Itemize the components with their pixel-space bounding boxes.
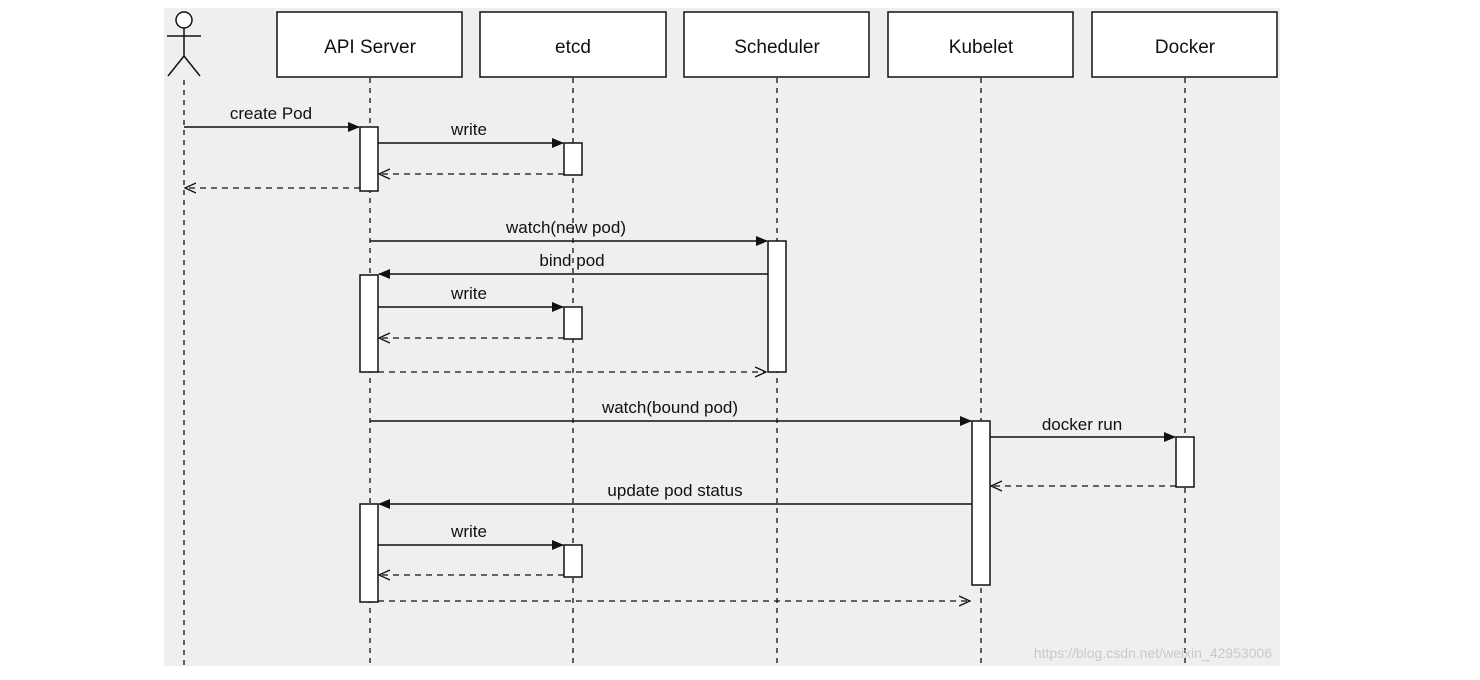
message-create-pod: create Pod	[184, 104, 360, 132]
stick-figure-actor-icon	[167, 11, 201, 77]
diagram-background	[164, 8, 1280, 666]
message-label: watch(new pod)	[505, 218, 626, 237]
message-update-pod-status: update pod status	[378, 481, 972, 509]
participant-etcd: etcd	[479, 11, 667, 78]
message-label: bind pod	[539, 251, 604, 270]
message-label: docker run	[1042, 415, 1122, 434]
activation-etcd-3	[563, 544, 583, 578]
participant-label: Scheduler	[734, 37, 820, 58]
watermark-text: https://blog.csdn.net/weixin_42953006	[1034, 645, 1272, 661]
activation-api-server-3	[359, 503, 379, 603]
activation-docker	[1175, 436, 1195, 488]
participant-kubelet: Kubelet	[887, 11, 1074, 78]
message-write-1: write	[378, 120, 564, 148]
activation-etcd-2	[563, 306, 583, 340]
message-label: write	[450, 522, 487, 541]
activation-scheduler	[767, 240, 787, 373]
message-label: write	[450, 284, 487, 303]
participant-label: etcd	[555, 37, 591, 58]
message-bind-pod: bind pod	[378, 251, 768, 279]
activation-etcd-1	[563, 142, 583, 176]
participant-label: Kubelet	[949, 37, 1014, 58]
message-docker-run: docker run	[990, 415, 1176, 442]
message-watch-bound-pod: watch(bound pod)	[370, 398, 972, 426]
activation-api-server-2	[359, 274, 379, 373]
participant-label: Docker	[1155, 37, 1216, 58]
participant-docker: Docker	[1091, 11, 1278, 78]
participant-scheduler: Scheduler	[683, 11, 870, 78]
activation-api-server-1	[359, 126, 379, 192]
message-watch-new-pod: watch(new pod)	[370, 218, 768, 246]
activation-kubelet	[971, 420, 991, 586]
message-write-3: write	[378, 522, 564, 550]
participant-label: API Server	[324, 37, 417, 58]
participant-api-server: API Server	[276, 11, 463, 78]
message-label: update pod status	[607, 481, 742, 500]
message-label: write	[450, 120, 487, 139]
message-label: watch(bound pod)	[601, 398, 738, 417]
message-label: create Pod	[230, 104, 312, 123]
message-write-2: write	[378, 284, 564, 312]
